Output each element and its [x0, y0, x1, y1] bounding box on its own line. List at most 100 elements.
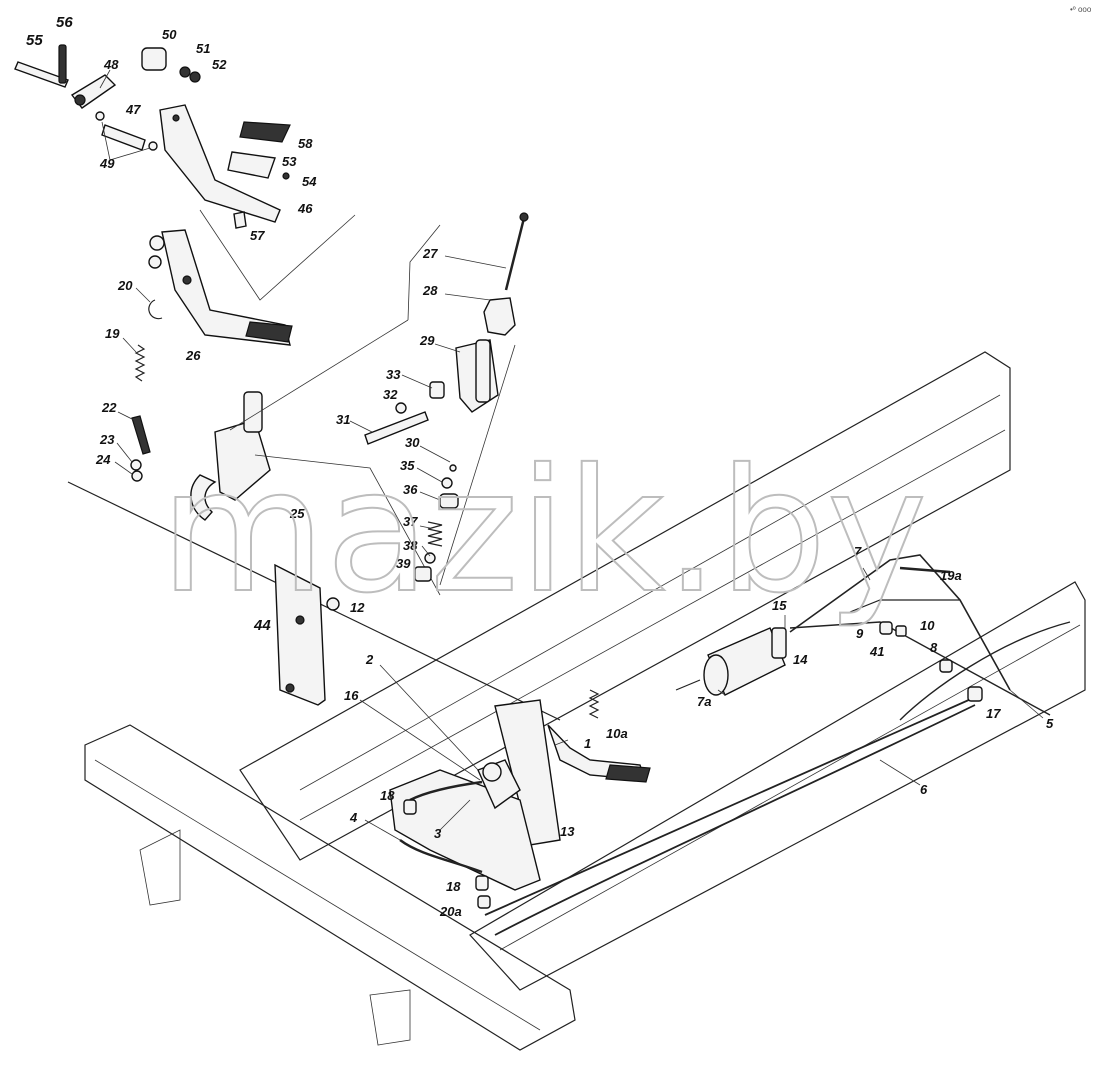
washer-32 — [395, 402, 407, 414]
spring-19 — [134, 344, 146, 382]
bolt-33 — [429, 381, 445, 399]
callout-56: 56 — [56, 14, 73, 31]
callout-55: 55 — [26, 32, 43, 49]
tube-4 — [399, 839, 483, 874]
pedal-lever-46 — [159, 104, 281, 223]
corner-mark: •º ooo — [1070, 5, 1092, 14]
bolt-22 — [131, 415, 151, 455]
callout-31: 31 — [336, 412, 350, 427]
tube-47 — [101, 124, 146, 151]
line-5 — [789, 599, 1051, 716]
callout-35: 35 — [400, 458, 415, 473]
callout-20a: 20a — [439, 904, 462, 919]
clip-57 — [233, 211, 247, 229]
callout-18b: 18 — [446, 879, 461, 894]
callout-25: 25 — [289, 506, 305, 521]
callout-54: 54 — [302, 174, 317, 189]
callout-23: 23 — [99, 432, 115, 447]
clip-17 — [967, 686, 983, 702]
leader-lines — [99, 69, 1044, 841]
callout-39: 39 — [396, 556, 411, 571]
callout-19: 19 — [105, 326, 120, 341]
slave-cylinder-29 — [455, 339, 499, 413]
callout-10: 10 — [920, 618, 935, 633]
plate-48 — [70, 74, 117, 109]
fitting-18b — [475, 875, 489, 891]
callout-17: 17 — [986, 706, 1001, 721]
callout-26: 26 — [185, 348, 201, 363]
bracket-44 — [274, 563, 326, 706]
callout-51: 51 — [196, 41, 210, 56]
line-7 — [789, 554, 1011, 691]
washer-51 — [179, 66, 191, 78]
callout-9: 9 — [856, 626, 864, 641]
cylinder-16 — [477, 759, 521, 810]
callout-7a: 7a — [697, 694, 711, 709]
washer-23 — [130, 459, 142, 471]
callout-58: 58 — [298, 136, 313, 151]
callout-13: 13 — [560, 824, 575, 839]
callout-57: 57 — [250, 228, 265, 243]
callout-29: 29 — [419, 333, 435, 348]
callout-19a: 19a — [940, 568, 962, 583]
pedal-26 — [148, 229, 293, 346]
pedal-assembly-1 — [494, 699, 651, 846]
bushing-36 — [439, 493, 459, 509]
callout-44: 44 — [253, 617, 271, 634]
nut-52 — [189, 71, 201, 83]
callout-37: 37 — [403, 514, 418, 529]
callout-53: 53 — [282, 154, 297, 169]
callout-22: 22 — [101, 400, 117, 415]
callout-48: 48 — [103, 57, 119, 72]
chassis-frame — [84, 351, 1086, 1051]
callout-32: 32 — [383, 387, 398, 402]
callout-7: 7 — [854, 544, 862, 559]
callout-27: 27 — [422, 246, 438, 261]
callout-18a: 18 — [380, 788, 395, 803]
callout-46: 46 — [297, 201, 313, 216]
bolt-56 — [58, 44, 67, 84]
rod-27 — [504, 212, 529, 291]
callout-33: 33 — [386, 367, 401, 382]
pin-31 — [364, 411, 429, 445]
callout-36: 36 — [403, 482, 418, 497]
fitting-18a — [403, 799, 417, 815]
nut-24 — [131, 470, 143, 482]
spring-37 — [427, 521, 443, 547]
bushing-50 — [141, 47, 167, 71]
callout-12: 12 — [350, 600, 365, 615]
callout-30: 30 — [405, 435, 420, 450]
nut-39 — [414, 566, 432, 582]
fitting-41 — [879, 621, 893, 635]
callout-16: 16 — [344, 688, 359, 703]
callout-2: 2 — [365, 652, 374, 667]
callout-28: 28 — [422, 283, 438, 298]
callout-5: 5 — [1046, 716, 1054, 731]
clip-20 — [148, 299, 163, 320]
line-6 — [484, 694, 981, 936]
callout-24: 24 — [95, 452, 111, 467]
tube-3 — [409, 780, 483, 802]
screw-54 — [282, 172, 290, 180]
callout-20: 20 — [117, 278, 133, 293]
pin-55 — [14, 61, 69, 88]
fitting-8 — [939, 659, 953, 673]
callout-49: 49 — [99, 156, 115, 171]
ring-49 — [95, 111, 158, 151]
nut-12 — [326, 597, 340, 611]
booster-14 — [703, 627, 787, 696]
fitting-10 — [895, 625, 907, 637]
callout-6: 6 — [920, 782, 928, 797]
watermark: mazik.by — [160, 433, 927, 631]
callout-4: 4 — [349, 810, 358, 825]
callout-8: 8 — [930, 640, 938, 655]
pad-58 — [239, 121, 291, 143]
callout-38: 38 — [403, 538, 418, 553]
line-19a — [899, 566, 951, 574]
screw-30 — [449, 464, 457, 472]
pad-53 — [227, 151, 276, 179]
ring-35 — [441, 477, 453, 489]
callout-15: 15 — [772, 598, 787, 613]
washer-38 — [424, 552, 436, 564]
